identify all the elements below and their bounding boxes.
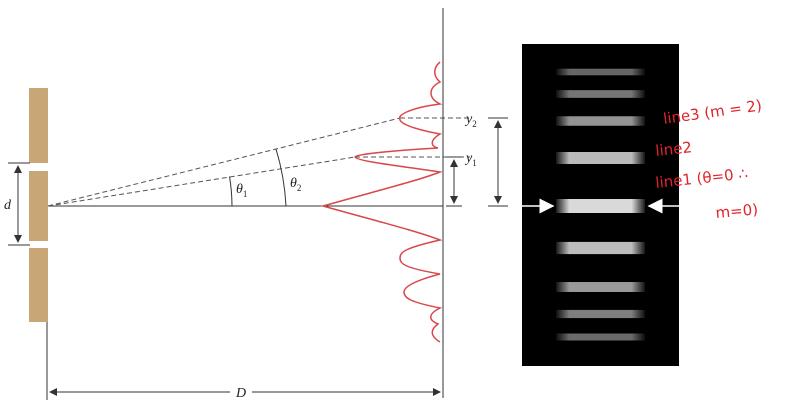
barrier-bottom <box>29 248 48 322</box>
slit-spacing-label: d <box>4 198 12 213</box>
fringe-band <box>556 282 645 292</box>
fringe-band <box>556 90 645 98</box>
theta1-label: θ1 <box>236 182 247 199</box>
fringe-band <box>556 116 645 126</box>
fringe-band <box>556 309 645 319</box>
y2-label: y2 <box>464 112 477 129</box>
fringe-band <box>556 241 645 255</box>
fringe-pattern-panel <box>520 44 682 366</box>
ray-to-y2 <box>47 117 401 207</box>
slit-barrier <box>29 88 48 322</box>
intensity-curve <box>320 61 443 343</box>
y2-dimension <box>488 117 508 207</box>
annotation-m0: m=0) <box>715 200 759 222</box>
fringe-band <box>556 333 645 341</box>
fringe-band <box>556 151 645 165</box>
y1-label: y1 <box>464 151 477 168</box>
fringe-band <box>556 68 645 76</box>
theta1-arc <box>229 176 233 207</box>
slit-spacing-dimension: d <box>4 162 30 246</box>
theta2-label: θ2 <box>290 176 301 193</box>
theta2-arc <box>275 148 287 207</box>
ray-to-y1 <box>47 156 356 207</box>
y1-dimension <box>446 156 462 207</box>
distance-label: D <box>235 386 246 401</box>
distance-dimension: D <box>46 322 441 401</box>
fringe-band <box>556 199 645 213</box>
barrier-top <box>29 88 48 163</box>
barrier-middle <box>29 171 48 241</box>
annotation-line2: line2 <box>655 138 693 160</box>
